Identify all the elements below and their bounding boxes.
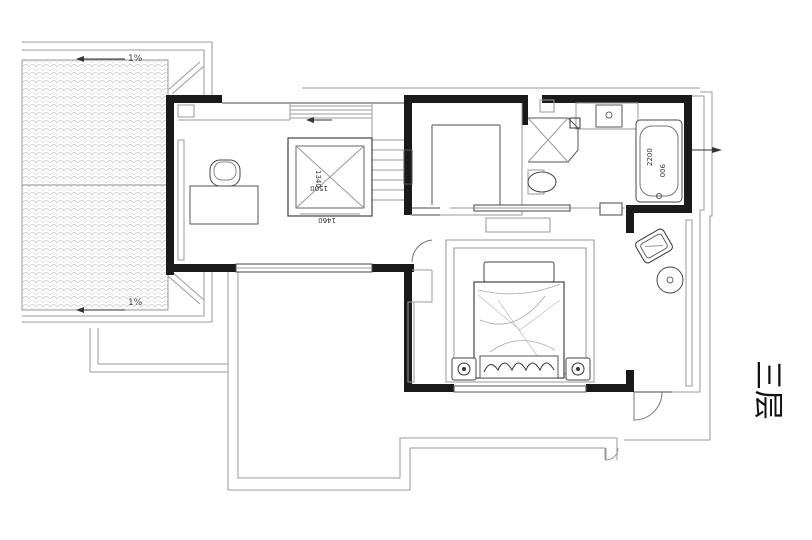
balcony-door-swing xyxy=(633,391,663,421)
bathroom: 2200 900 xyxy=(473,99,683,216)
partitions xyxy=(178,102,625,303)
tub-width-dim: 900 xyxy=(658,164,666,177)
roof-terrace: 1% 1% xyxy=(21,41,228,373)
bedroom-west-window xyxy=(407,301,415,383)
study-room xyxy=(177,104,373,273)
bedroom-door-swing xyxy=(411,239,433,263)
lamp-icon xyxy=(576,367,580,371)
toilet-bowl xyxy=(527,171,557,193)
roof-slope-bottom: 1% xyxy=(128,298,143,308)
elevator-shaft xyxy=(287,137,373,217)
master-bedroom xyxy=(407,217,693,461)
stair-elevator: 1340 1500 1460 xyxy=(287,137,373,224)
slope-arrow-icon xyxy=(76,56,84,62)
shower-enclosure xyxy=(528,117,579,163)
roof-slope-top: 1% xyxy=(128,54,143,64)
exterior-walls xyxy=(166,95,692,392)
stair-length-dim: 1500 xyxy=(310,184,328,192)
bedroom-rug xyxy=(445,239,595,383)
study-chair xyxy=(209,159,241,187)
bedroom-cabinet xyxy=(485,217,551,233)
bedroom-east-window xyxy=(685,219,693,387)
stair-arrow-icon xyxy=(306,117,314,123)
stair-bottom-dim: 1460 xyxy=(318,216,336,224)
stair-width-dim: 1340 xyxy=(314,170,322,188)
bathtub xyxy=(635,119,683,203)
vanity-counter xyxy=(575,102,639,130)
floor-label: 三层 xyxy=(750,360,785,420)
stair-treads xyxy=(290,105,372,123)
study-desk xyxy=(189,185,259,225)
bed-headboard-top xyxy=(483,261,555,283)
bath-sink xyxy=(595,104,623,128)
bed-pillows xyxy=(479,355,559,379)
slope-arrow-icon xyxy=(76,307,84,313)
lounge-chair xyxy=(635,228,673,264)
lamp-icon xyxy=(462,367,466,371)
tub-length-dim: 2200 xyxy=(646,148,654,166)
study-window xyxy=(177,139,185,261)
balcony-outline xyxy=(227,87,722,491)
bedroom-south-window xyxy=(453,385,587,393)
drain-arrow-icon xyxy=(712,147,722,153)
side-table xyxy=(656,266,684,294)
